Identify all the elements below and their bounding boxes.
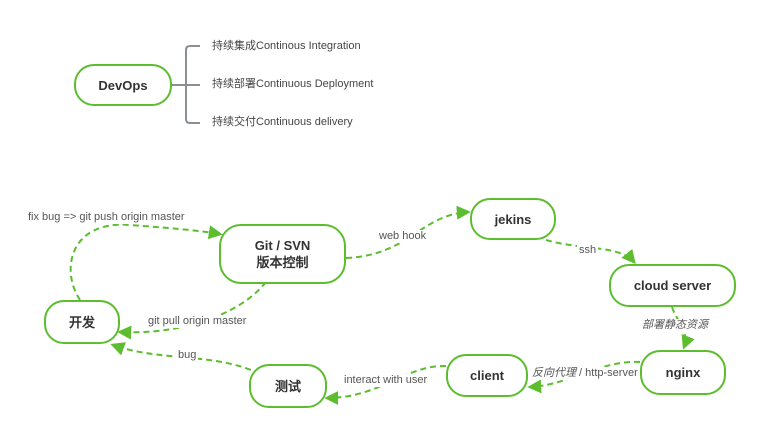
edge-label-proxy: 反向代理 / http-server [530, 367, 640, 380]
mindmap-branch-delivery: 持续交付Continuous delivery [212, 116, 353, 128]
edge-label-push: fix bug => git push origin master [26, 211, 187, 224]
node-vcs-label-line2: 版本控制 [256, 255, 309, 270]
edge-proxy [527, 360, 641, 394]
node-test: 测试 [249, 364, 327, 408]
edge-label-interact: interact with user [342, 374, 430, 387]
edge-label-ssh: ssh [577, 244, 599, 257]
mindmap-bracket [172, 45, 200, 124]
node-client: client [446, 354, 528, 397]
node-test-label: 测试 [274, 378, 301, 394]
edge-label-bug: bug [176, 349, 199, 362]
node-cloud-server: cloud server [609, 264, 736, 307]
mindmap-root-label: DevOps [98, 77, 148, 93]
mindmap-branch-ci: 持续集成Continous Integration [212, 40, 361, 52]
edge-label-webhook: web hook [377, 230, 429, 243]
edge-label-proxy-en: / http-server [576, 367, 638, 379]
edge-label-proxy-cn: 反向代理 [532, 367, 576, 379]
node-client-label: client [470, 368, 504, 383]
mindmap-root-devops: DevOps [74, 64, 172, 106]
node-nginx: nginx [640, 350, 726, 395]
mindmap-branch-cd: 持续部署Continuous Deployment [212, 78, 374, 90]
edge-push [69, 223, 223, 301]
edge-label-pull: git pull origin master [146, 315, 249, 328]
node-nginx-label: nginx [665, 365, 701, 380]
node-jenkins-label: jekins [494, 211, 532, 227]
edge-label-deploy: 部署静态资源 [640, 319, 710, 332]
node-jenkins: jekins [470, 198, 556, 240]
node-dev: 开发 [44, 300, 120, 344]
edge-interact [324, 364, 447, 405]
node-vcs-label-line1: Git / SVN [254, 238, 311, 253]
node-dev-label: 开发 [68, 314, 95, 330]
node-vcs: Git / SVN 版本控制 [219, 224, 346, 284]
node-cloud-server-label: cloud server [633, 278, 712, 293]
